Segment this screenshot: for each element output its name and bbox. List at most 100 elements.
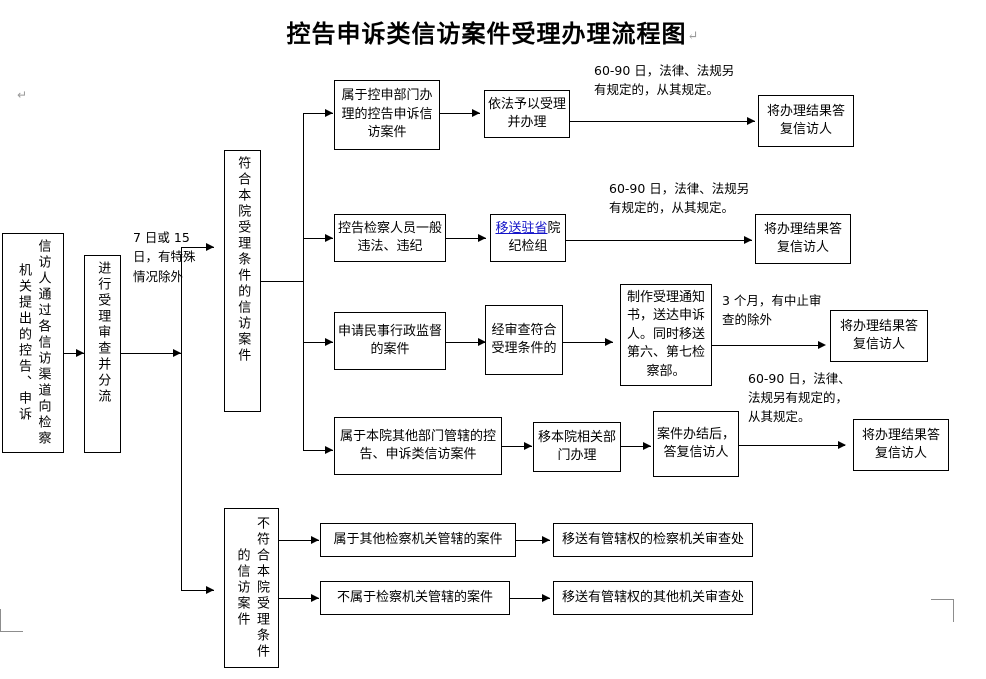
arrowhead-icon (524, 442, 532, 450)
connector-review-to-split (121, 353, 181, 354)
arrowhead-icon (206, 586, 214, 594)
branch-3-case-type-box: 申请民事行政监督的案件 (334, 312, 446, 370)
arrowhead-icon (478, 234, 486, 242)
branch-4-case-type-box: 属于本院其他部门管辖的控告、申诉类信访案件 (334, 417, 502, 475)
connector-branch-4-to-result (739, 445, 845, 446)
transfer-1-action-label: 移送有管辖权的检察机关审查处 (561, 531, 744, 547)
branch-3-result-box: 将办理结果答复信访人 (830, 310, 928, 362)
decision-eligible-label: 符合本院受理条件的信访案件 (235, 156, 251, 364)
connector-branch-3-to-action (563, 342, 613, 343)
decision-not-eligible-label: 不符合本院受理条件的信访案件 (234, 516, 270, 660)
connector-branch-3-to-review (446, 342, 486, 343)
decision-eligible-box: 符合本院受理条件的信访案件 (224, 150, 261, 412)
arrowhead-icon (76, 349, 84, 357)
arrowhead-icon (173, 349, 181, 357)
arrowhead-icon (206, 243, 214, 251)
branch-1-deadline-note: 60-90 日，法律、法规另 有规定的，从其规定。 (594, 63, 735, 97)
connector-source-to-review (64, 353, 84, 354)
connector-transfer-2 (279, 598, 319, 599)
transfer-2-case-type-label: 不属于检察机关管辖的案件 (336, 589, 493, 605)
connector-branch-1-to-action (440, 113, 480, 114)
transfer-1-action-box: 移送有管辖权的检察机关审查处 (553, 523, 753, 557)
branch-4-action-label: 移本院相关部门办理 (537, 429, 616, 463)
connector-to-not-eligible (181, 590, 214, 591)
branch-2-action-link[interactable]: 移送驻省 (495, 220, 548, 236)
arrowhead-icon (478, 338, 486, 346)
arrowhead-icon (747, 117, 755, 125)
source-box-label: 信访人通过各信访渠道向检察机关提出的控告、申诉 (16, 239, 51, 447)
page-corner-mark-bottom-right (931, 599, 954, 622)
connector-branch-2-to-action (446, 238, 486, 239)
connector-transfer-1-to-action (516, 540, 550, 541)
branch-1-action-box: 依法予以受理并办理 (484, 90, 570, 138)
transfer-2-action-box: 移送有管辖权的其他机关审查处 (553, 581, 753, 615)
arrowhead-icon (325, 338, 333, 346)
arrowhead-icon (325, 446, 333, 454)
source-box: 信访人通过各信访渠道向检察机关提出的控告、申诉 (2, 233, 64, 453)
branch-2-action-label: 移送驻省院纪检组 (491, 220, 565, 257)
transfer-1-case-type-label: 属于其他检察机关管辖的案件 (333, 531, 503, 547)
branch-1-action-label: 依法予以受理并办理 (488, 96, 567, 130)
branch-2-result-box: 将办理结果答复信访人 (755, 214, 851, 264)
branch-1-case-type-label: 属于控申部门办理的控告申诉信访案件 (341, 88, 433, 141)
arrowhead-icon (818, 341, 826, 349)
connector-transfer-1 (279, 540, 319, 541)
review-box-label: 进行受理审查并分流 (95, 261, 111, 405)
arrowhead-icon (542, 536, 550, 544)
arrowhead-icon (311, 536, 319, 544)
connector-branch-2-to-result (566, 240, 752, 241)
branch-2-result-label: 将办理结果答复信访人 (763, 221, 842, 255)
branch-3-review-box: 经审查符合受理条件的 (485, 305, 563, 375)
branch-2-deadline-note: 60-90 日，法律、法规另 有规定的，从其规定。 (609, 181, 750, 215)
branch-4-followup-label: 案件办结后，答复信访人 (657, 426, 736, 460)
branch-3-case-type-label: 申请民事行政监督的案件 (338, 323, 443, 357)
pilcrow-mark: ↵ (17, 88, 28, 102)
branch-3-deadline-note: 3 个月，有中止审 查的除外 (722, 293, 822, 327)
arrowhead-icon (325, 234, 333, 242)
branch-4-case-type-label: 属于本院其他部门管辖的控告、申诉类信访案件 (339, 428, 496, 462)
connector-branch-4-to-followup (621, 446, 651, 447)
connector-eligible-out (261, 281, 303, 282)
connector-branch-trunk (303, 113, 304, 450)
branch-4-result-box: 将办理结果答复信访人 (853, 419, 949, 471)
connector-to-eligible (181, 247, 214, 248)
connector-branch-1-to-result (570, 121, 755, 122)
arrowhead-icon (744, 236, 752, 244)
arrowhead-icon (643, 442, 651, 450)
arrowhead-icon (542, 594, 550, 602)
connector-branch-4-to-action (502, 446, 532, 447)
connector-branch-3 (303, 342, 333, 343)
branch-4-deadline-note: 60-90 日，法律、 法规另有规定的， 从其规定。 (748, 371, 851, 424)
review-box: 进行受理审查并分流 (84, 255, 121, 453)
branch-3-action-label: 制作受理通知书，送达申诉人。同时移送第六、第七检察部。 (626, 289, 705, 379)
branch-1-result-box: 将办理结果答复信访人 (758, 95, 854, 147)
arrowhead-icon (838, 441, 846, 449)
arrowhead-icon (311, 594, 319, 602)
transfer-1-case-type-box: 属于其他检察机关管辖的案件 (320, 523, 516, 557)
branch-4-result-label: 将办理结果答复信访人 (861, 427, 940, 461)
arrowhead-icon (605, 338, 613, 346)
branch-4-followup-box: 案件办结后，答复信访人 (653, 411, 739, 477)
branch-2-action-rest: 院纪检组 (508, 220, 561, 254)
arrowhead-icon (325, 109, 333, 117)
branch-1-case-type-box: 属于控申部门办理的控告申诉信访案件 (334, 80, 440, 150)
branch-2-case-type-label: 控告检察人员一般违法、违纪 (338, 220, 443, 254)
transfer-2-case-type-box: 不属于检察机关管辖的案件 (320, 581, 510, 615)
connector-branch-3-to-result (712, 345, 824, 346)
page-title-text: 控告申诉类信访案件受理办理流程图 (286, 19, 687, 48)
branch-3-action-box: 制作受理通知书，送达申诉人。同时移送第六、第七检察部。 (620, 284, 712, 386)
branch-2-action-box: 移送驻省院纪检组 (490, 214, 566, 262)
branch-1-result-label: 将办理结果答复信访人 (766, 103, 845, 137)
connector-branch-1 (303, 113, 333, 114)
connector-transfer-2-to-action (510, 598, 550, 599)
connector-branch-4 (303, 450, 333, 451)
arrowhead-icon (472, 109, 480, 117)
connector-branch-2 (303, 238, 333, 239)
pilcrow-mark: ↵ (687, 29, 700, 44)
branch-4-action-box: 移本院相关部门办理 (533, 422, 621, 472)
branch-3-review-label: 经审查符合受理条件的 (491, 322, 557, 356)
timing-note: 7 日或 15 日，有特殊情况除外 (133, 230, 196, 284)
page-title: 控告申诉类信访案件受理办理流程图↵ (0, 14, 986, 49)
connector-split-trunk (181, 247, 182, 590)
